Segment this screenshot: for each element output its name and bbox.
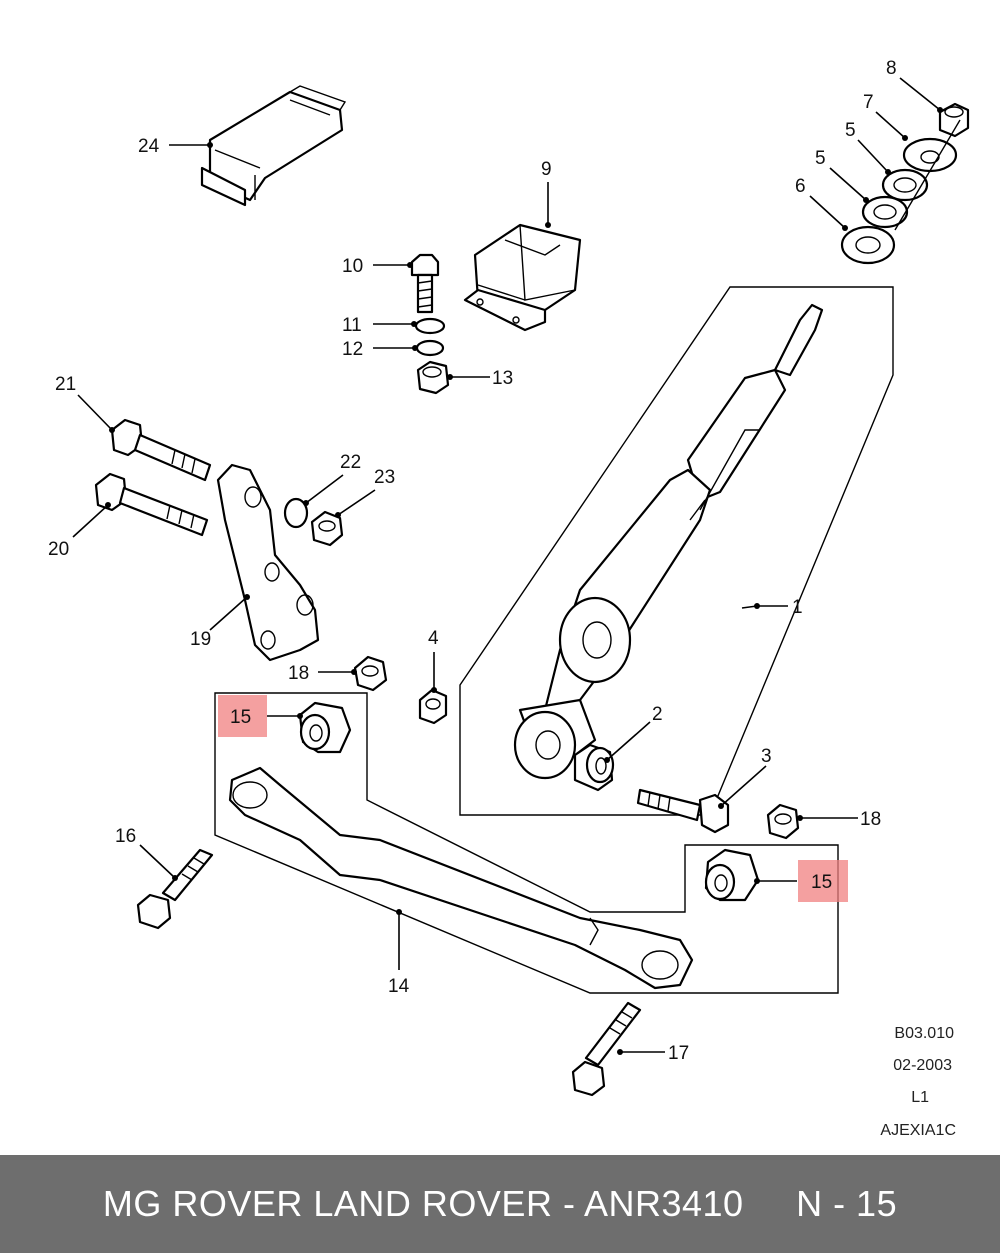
callout-20: 20 bbox=[48, 539, 69, 560]
bolt-20 bbox=[94, 472, 209, 537]
footer-part-ref: N - 15 bbox=[796, 1183, 898, 1224]
callout-24: 24 bbox=[138, 136, 160, 157]
nut-23 bbox=[310, 510, 344, 547]
highlight-15-upper bbox=[218, 695, 267, 737]
callout-5-upper: 5 bbox=[845, 120, 856, 141]
reference-date: 02-2003 bbox=[893, 1057, 952, 1074]
callout-22: 22 bbox=[340, 452, 361, 473]
callout-9: 9 bbox=[541, 159, 552, 180]
nut-18-upper bbox=[353, 655, 388, 692]
bolt-17 bbox=[571, 1001, 642, 1097]
callout-5-lower: 5 bbox=[815, 148, 826, 169]
callout-10: 10 bbox=[342, 256, 363, 277]
callout-1: 1 bbox=[792, 597, 803, 618]
washer-6 bbox=[840, 225, 896, 265]
nut-18-lower bbox=[766, 803, 800, 840]
footer-caption: MG ROVER LAND ROVER - ANR3410 N - 15 bbox=[103, 1183, 897, 1225]
washer-22 bbox=[283, 497, 309, 529]
bracket-24 bbox=[200, 85, 347, 207]
nut-4 bbox=[418, 688, 448, 725]
callout-4: 4 bbox=[428, 628, 439, 649]
bush-2 bbox=[573, 743, 615, 792]
parts-diagram: 24 9 10 11 12 13 8 7 5 5 6 21 20 22 23 1… bbox=[48, 58, 970, 1139]
reference-code: B03.010 bbox=[894, 1025, 954, 1042]
group-outline-part-1 bbox=[459, 286, 894, 816]
washer-12 bbox=[415, 339, 445, 357]
bush-5-upper bbox=[881, 168, 929, 202]
callout-2: 2 bbox=[652, 704, 663, 725]
callout-21: 21 bbox=[55, 374, 76, 395]
callout-8: 8 bbox=[886, 58, 897, 79]
leader-lines bbox=[72, 77, 943, 1055]
callout-15-upper: 15 bbox=[230, 707, 251, 728]
bolt-21 bbox=[110, 418, 212, 482]
rod-14 bbox=[228, 766, 694, 990]
callout-17: 17 bbox=[668, 1043, 689, 1064]
callout-16: 16 bbox=[115, 826, 136, 847]
callout-3: 3 bbox=[761, 746, 772, 767]
bracket-19 bbox=[216, 463, 320, 662]
nut-13 bbox=[416, 360, 450, 395]
reference-id: AJEXIA1C bbox=[880, 1122, 956, 1139]
callout-18-lower: 18 bbox=[860, 809, 881, 830]
callout-18-upper: 18 bbox=[288, 663, 309, 684]
callout-11: 11 bbox=[342, 315, 362, 336]
callout-13: 13 bbox=[492, 368, 513, 389]
group-outline-part-14 bbox=[214, 692, 839, 994]
callout-15-lower: 15 bbox=[811, 872, 832, 893]
highlight-15-lower bbox=[798, 860, 848, 902]
mount-9 bbox=[463, 223, 582, 332]
washer-7 bbox=[902, 137, 958, 173]
a-frame-arm-1 bbox=[513, 303, 824, 780]
bolt-16 bbox=[136, 848, 214, 930]
nut-8 bbox=[938, 102, 970, 138]
bolt-3 bbox=[636, 788, 730, 834]
footer-title: MG ROVER LAND ROVER - ANR3410 bbox=[102, 1183, 744, 1224]
reference-level: L1 bbox=[911, 1089, 929, 1106]
bush-15-upper bbox=[298, 701, 352, 754]
callout-12: 12 bbox=[342, 339, 363, 360]
bolt-10 bbox=[410, 253, 440, 314]
callout-14: 14 bbox=[388, 976, 410, 997]
bush-15-lower bbox=[704, 848, 760, 902]
callout-6: 6 bbox=[795, 176, 806, 197]
callout-7: 7 bbox=[863, 92, 874, 113]
footer-banner: MG ROVER LAND ROVER - ANR3410 N - 15 bbox=[0, 1155, 1000, 1253]
callout-19: 19 bbox=[190, 629, 211, 650]
washer-11 bbox=[414, 317, 446, 335]
bush-5-lower bbox=[861, 195, 909, 229]
callout-23: 23 bbox=[374, 467, 395, 488]
